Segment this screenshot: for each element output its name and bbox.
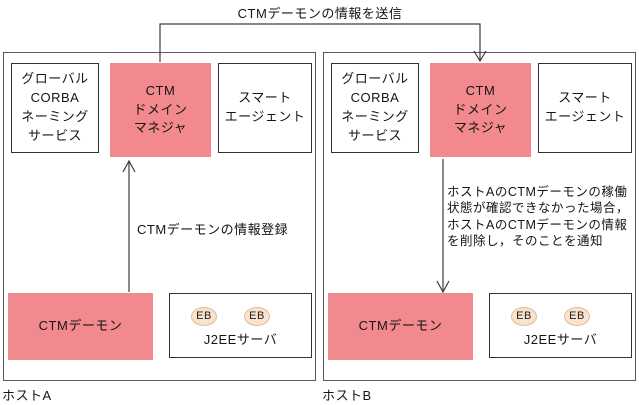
host-b-ctm-domain-manager-box: CTM ドメイン マネジャ bbox=[430, 63, 531, 157]
host-b-box: グローバル CORBA ネーミング サービス CTM ドメイン マネジャ スマー… bbox=[323, 52, 636, 381]
j2ee-server-label: J2EEサーバ bbox=[523, 332, 598, 347]
host-a-j2ee-server-box: EB EB J2EEサーバ bbox=[169, 293, 312, 358]
host-b-smart-agent-box: スマート エージェント bbox=[538, 63, 632, 153]
host-a-smart-agent-box: スマート エージェント bbox=[218, 63, 312, 153]
send-info-arrow-label: CTMデーモンの情報を送信 bbox=[237, 6, 403, 21]
host-b-naming-service-box: グローバル CORBA ネーミング サービス bbox=[331, 63, 419, 153]
eb-bean: EB bbox=[511, 307, 537, 326]
eb-bean: EB bbox=[564, 307, 590, 326]
host-b-ctm-daemon-box: CTMデーモン bbox=[328, 293, 473, 360]
delete-notify-arrow-label: ホストAのCTMデーモンの稼働状態が確認できなかった場合，ホストAのCTMデーモ… bbox=[447, 185, 630, 248]
host-a-box: グローバル CORBA ネーミング サービス CTM ドメイン マネジャ スマー… bbox=[3, 52, 316, 381]
host-a-ctm-daemon-box: CTMデーモン bbox=[8, 293, 153, 360]
host-a-label: ホストA bbox=[2, 388, 52, 403]
host-b-label: ホストB bbox=[322, 388, 372, 403]
j2ee-server-label: J2EEサーバ bbox=[203, 332, 278, 347]
host-b-j2ee-server-box: EB EB J2EEサーバ bbox=[489, 293, 632, 358]
eb-bean: EB bbox=[191, 307, 217, 326]
host-a-ctm-domain-manager-box: CTM ドメイン マネジャ bbox=[110, 63, 211, 157]
eb-bean: EB bbox=[244, 307, 270, 326]
host-a-naming-service-box: グローバル CORBA ネーミング サービス bbox=[11, 63, 99, 153]
register-info-arrow-label: CTMデーモンの情報登録 bbox=[137, 222, 289, 237]
